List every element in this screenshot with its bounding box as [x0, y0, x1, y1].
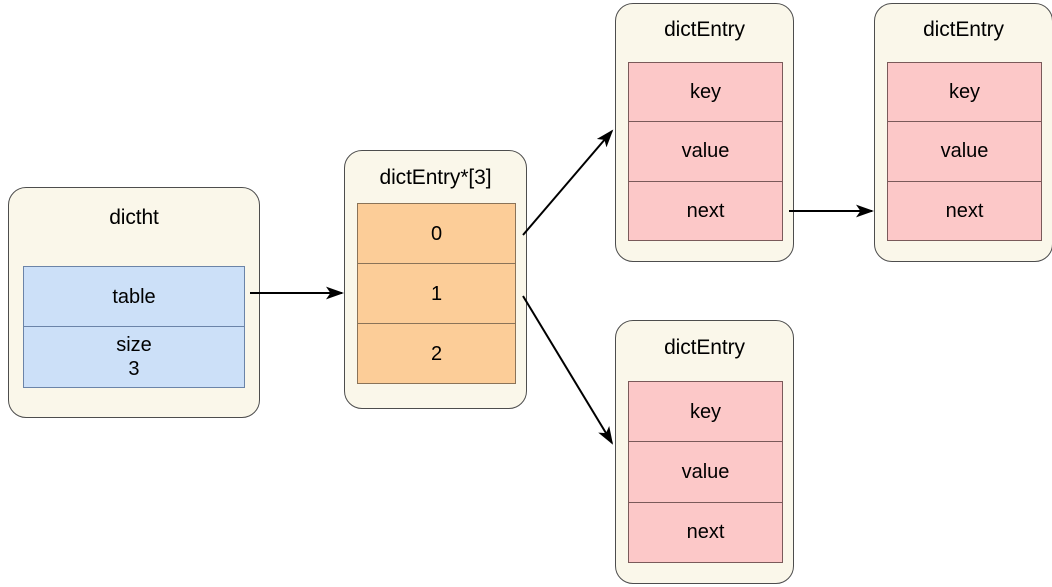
node-entry-top-left-fields: key value next	[628, 62, 783, 241]
entry-top-left-field-key[interactable]: key	[629, 63, 782, 123]
bucket-cell-2[interactable]: 2	[358, 324, 515, 383]
node-entry-bottom-fields: key value next	[628, 381, 783, 563]
node-entry-top-right[interactable]: dictEntry key value next	[874, 3, 1052, 262]
entry-top-right-field-value[interactable]: value	[888, 122, 1041, 182]
entry-bottom-field-key[interactable]: key	[629, 382, 782, 443]
bucket-cell-1[interactable]: 1	[358, 264, 515, 324]
edge-bucket1-to-entry-bottom	[522, 295, 614, 445]
node-entry-bottom[interactable]: dictEntry key value next	[615, 320, 794, 584]
entry-top-left-field-value[interactable]: value	[629, 122, 782, 182]
edge-bucket0-to-entry-top-left	[522, 129, 614, 236]
node-entry-top-left[interactable]: dictEntry key value next	[615, 3, 794, 262]
node-bucket-array[interactable]: dictEntry*[3] 0 1 2	[344, 150, 527, 409]
node-bucket-array-title: dictEntry*[3]	[379, 166, 492, 189]
entry-bottom-field-value[interactable]: value	[629, 442, 782, 503]
bucket-cell-0[interactable]: 0	[358, 204, 515, 264]
node-bucket-array-fields: 0 1 2	[357, 203, 516, 384]
node-dictht-fields: table size 3	[23, 266, 245, 388]
node-entry-top-right-fields: key value next	[887, 62, 1042, 241]
field-size[interactable]: size 3	[24, 327, 244, 387]
node-dictht-title: dictht	[109, 206, 159, 229]
node-entry-top-right-title: dictEntry	[923, 18, 1004, 41]
entry-top-right-field-next[interactable]: next	[888, 181, 1041, 240]
node-dictht[interactable]: dictht table size 3	[8, 187, 260, 418]
node-entry-bottom-title: dictEntry	[664, 336, 745, 359]
entry-top-right-field-key[interactable]: key	[888, 63, 1041, 123]
node-entry-top-left-title: dictEntry	[664, 18, 745, 41]
entry-top-left-field-next[interactable]: next	[629, 181, 782, 240]
field-table[interactable]: table	[24, 267, 244, 327]
entry-bottom-field-next[interactable]: next	[629, 502, 782, 562]
